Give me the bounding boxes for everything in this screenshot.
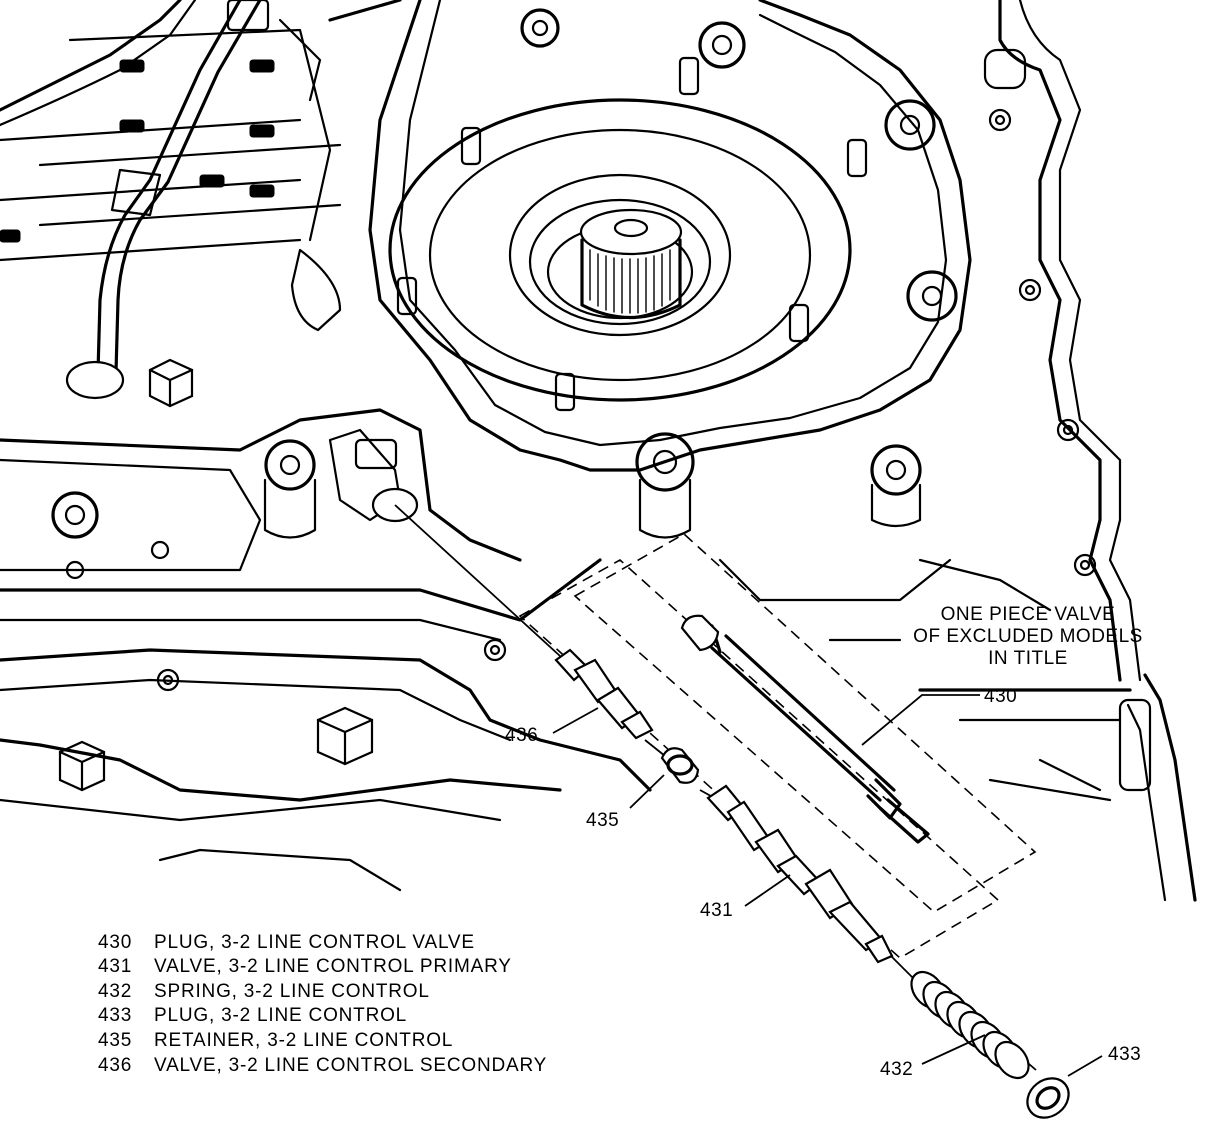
legend-row: 431 VALVE, 3-2 LINE CONTROL PRIMARY [98, 956, 512, 977]
legend-desc: VALVE, 3-2 LINE CONTROL SECONDARY [154, 1055, 547, 1076]
primary-valve-431 [706, 784, 894, 964]
retainer-435 [660, 747, 700, 784]
legend-desc: PLUG, 3-2 LINE CONTROL VALVE [154, 932, 475, 953]
spring-432 [910, 970, 1030, 1080]
callout-433: 433 [1108, 1044, 1141, 1065]
callout-432: 432 [880, 1059, 913, 1080]
legend-row: 435 RETAINER, 3-2 LINE CONTROL [98, 1030, 453, 1051]
callout-leaders [552, 694, 1103, 1077]
legend-row: 430 PLUG, 3-2 LINE CONTROL VALVE [98, 932, 475, 953]
callout-430: 430 [984, 686, 1017, 707]
secondary-valve-436 [554, 648, 654, 740]
legend-desc: SPRING, 3-2 LINE CONTROL [154, 981, 430, 1002]
legend-num: 431 [98, 956, 132, 977]
legend-num: 435 [98, 1030, 132, 1051]
stud-bolts [396, 56, 868, 412]
note-line-3: IN TITLE [988, 648, 1068, 669]
one-piece-valve-inset [518, 533, 1037, 959]
one-piece-valve-note: ONE PIECE VALVE OF EXCLUDED MODELS IN TI… [913, 604, 1143, 669]
plug-433 [1026, 1077, 1070, 1119]
parts-legend: 430 PLUG, 3-2 LINE CONTROL VALVE 431 VAL… [98, 932, 547, 1076]
one-piece-valve [680, 614, 930, 844]
legend-row: 436 VALVE, 3-2 LINE CONTROL SECONDARY [98, 1055, 547, 1076]
legend-desc: PLUG, 3-2 LINE CONTROL [154, 1005, 407, 1026]
legend-num: 433 [98, 1005, 132, 1026]
note-line-2: OF EXCLUDED MODELS [913, 626, 1143, 647]
legend-desc: RETAINER, 3-2 LINE CONTROL [154, 1030, 453, 1051]
legend-num: 436 [98, 1055, 132, 1076]
legend-num: 432 [98, 981, 132, 1002]
legend-desc: VALVE, 3-2 LINE CONTROL PRIMARY [154, 956, 512, 977]
bore-shading [0, 59, 275, 243]
callout-436: 436 [505, 725, 538, 746]
note-line-1: ONE PIECE VALVE [941, 604, 1116, 625]
legend-num: 430 [98, 932, 132, 953]
legend-row: 432 SPRING, 3-2 LINE CONTROL [98, 981, 430, 1002]
socket-bolts [51, 8, 958, 539]
legend-row: 433 PLUG, 3-2 LINE CONTROL [98, 1005, 407, 1026]
valve-body-housing [0, 0, 1197, 902]
callout-431: 431 [700, 900, 733, 921]
install-axis-line [394, 504, 561, 657]
callout-435: 435 [586, 810, 619, 831]
